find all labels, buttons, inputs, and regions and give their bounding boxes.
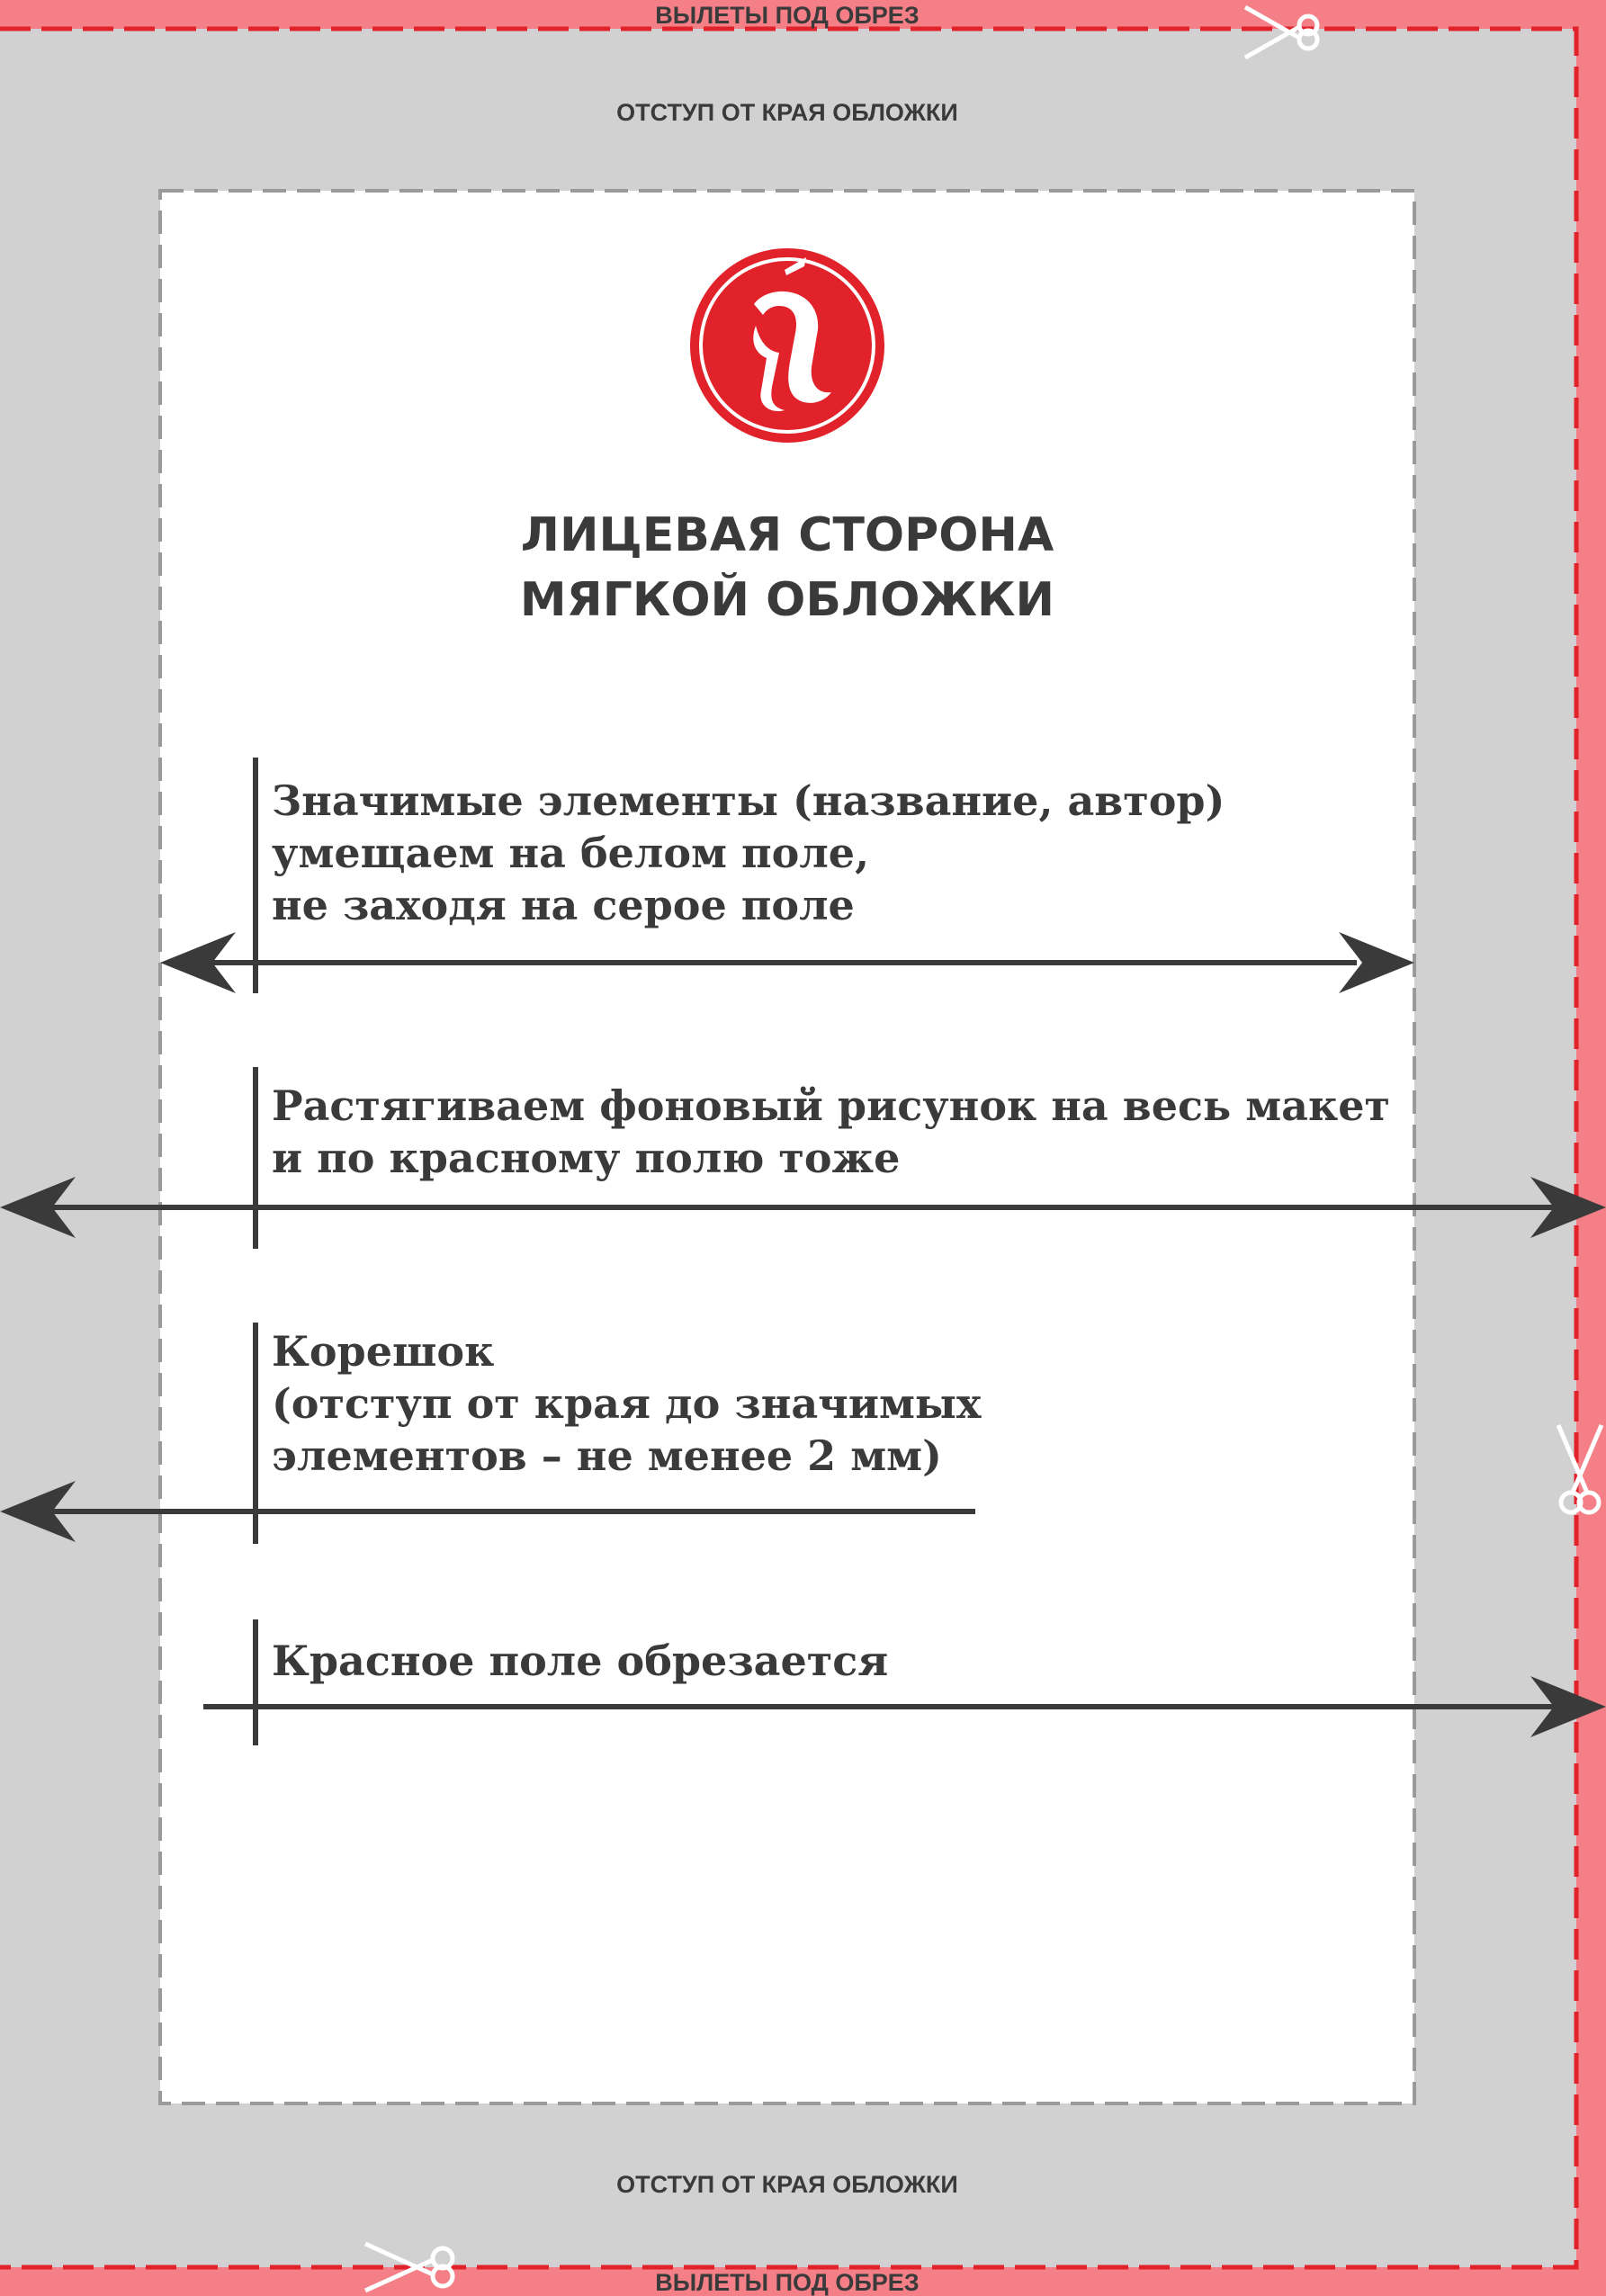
cut-line (0, 26, 1579, 2270)
note-significant: Значимые элементы (название, автор) умещ… (272, 776, 1239, 929)
margin-label-top: ОТСТУП ОТ КРАЯ ОБЛОЖКИ (616, 99, 958, 126)
logo-icon (690, 248, 884, 443)
safe-area (158, 189, 1416, 2105)
margin-label-bottom: ОТСТУП ОТ КРАЯ ОБЛОЖКИ (616, 2171, 958, 2198)
bleed-label-bottom: ВЫЛЕТЫ ПОД ОБРЕЗ (655, 2269, 919, 2296)
arrow-right-icon (1530, 1676, 1606, 1737)
scissors-icon (1243, 4, 1320, 60)
note-line: элементов – не менее 2 мм) (272, 1431, 942, 1480)
note-line: Растягиваем фоновый рисунок на весь маке… (272, 1081, 1390, 1130)
scissors-icon (1556, 1424, 1604, 1515)
arrow-right-icon (1339, 932, 1414, 993)
page-subtitle: МЯГКОЙ ОБЛОЖКИ (520, 572, 1054, 627)
arrow-right-icon (1530, 1177, 1606, 1238)
scissors-icon (363, 2241, 455, 2293)
note-spine: Корешок (отступ от края до значимых элем… (272, 1327, 995, 1480)
note-line: не заходя на серое поле (272, 881, 855, 929)
note-line: умещаем на белом поле, (272, 829, 869, 877)
note-line: (отступ от края до значимых (272, 1379, 982, 1428)
page-title: ЛИЦЕВАЯ СТОРОНА (521, 508, 1054, 562)
note-line: Корешок (272, 1327, 494, 1376)
note-background: Растягиваем фоновый рисунок на весь маке… (272, 1081, 1404, 1182)
note-line: Красное поле обрезается (272, 1637, 888, 1685)
note-trim: Красное поле обрезается (272, 1637, 888, 1685)
arrow-left-icon (0, 1177, 76, 1238)
arrow-left-icon (160, 932, 236, 993)
bleed-label-top: ВЫЛЕТЫ ПОД ОБРЕЗ (655, 2, 919, 29)
logo-letter-icon (753, 291, 831, 412)
note-line: и по красному полю тоже (272, 1134, 900, 1182)
note-line: Значимые элементы (название, автор) (272, 776, 1225, 825)
arrow-left-icon (0, 1481, 76, 1542)
